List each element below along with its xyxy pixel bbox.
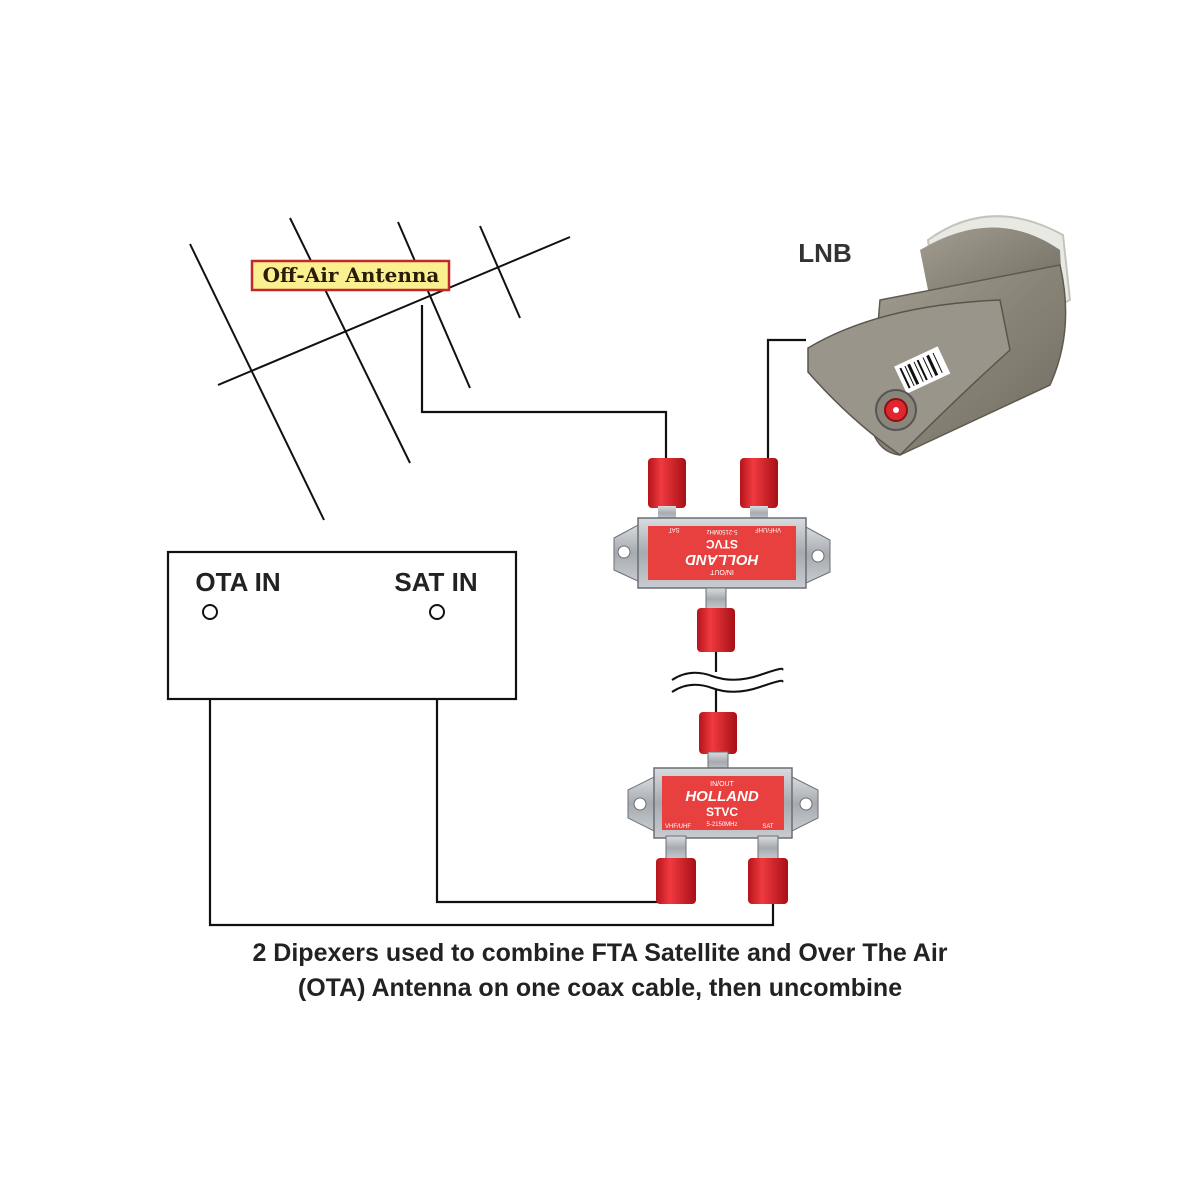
diplexer-bottom-brand: HOLLAND	[685, 788, 758, 805]
diplexer-bottom-model: STVC	[706, 805, 738, 819]
coax-wires	[208, 305, 806, 927]
cable-break-symbol	[671, 667, 784, 693]
lnb-f-connector	[875, 389, 917, 431]
diplexer-top-vhf-connector	[648, 458, 686, 520]
receiver-box: OTA IN SAT IN	[166, 550, 518, 701]
diplexer-top-inout-connector	[697, 587, 735, 652]
diplexer-bottom-port-sat: SAT	[762, 824, 774, 830]
diplexer-top-port-vhf: VHF/UHF	[755, 526, 781, 532]
diplexer-bottom-vhf-connector	[656, 835, 696, 904]
sat-in-label: SAT IN	[394, 567, 477, 597]
diplexer-top-sat-connector	[740, 458, 778, 520]
lnb-device	[807, 215, 1072, 456]
ota-in-label: OTA IN	[195, 567, 280, 597]
diplexer-top-freq: 5-2150MHz	[706, 528, 737, 534]
ota-in-port	[202, 604, 218, 620]
off-air-antenna	[189, 217, 571, 521]
caption-line-2: (OTA) Antenna on one coax cable, then un…	[297, 974, 903, 1002]
off-air-antenna-label: Off-Air Antenna	[250, 259, 451, 292]
diplexer-bottom-port-vhf: VHF/UHF	[665, 824, 691, 830]
diplexer-top-port-inout: IN/OUT	[709, 568, 733, 575]
diplexer-bottom-port-inout: IN/OUT	[710, 781, 734, 788]
diplexer-top-brand: HOLLAND	[685, 551, 758, 568]
diplexer-bottom-freq: 5-2150MHz	[706, 822, 737, 828]
barcode-sticker	[894, 346, 951, 394]
antenna-label-text: Off-Air Antenna	[263, 263, 440, 287]
diplexer-bottom-inout-connector	[699, 712, 737, 773]
diagram-caption: 2 Dipexers used to combine FTA Satellite…	[100, 936, 1100, 1006]
lnb-label: LNB	[798, 238, 851, 268]
diplexer-top-model: STVC	[706, 537, 738, 551]
caption-line-1: 2 Dipexers used to combine FTA Satellite…	[252, 939, 948, 967]
diplexer-top-port-sat: SAT	[668, 526, 680, 532]
diplexer-bottom-sat-connector	[748, 835, 788, 904]
diplexer-bottom: IN/OUT HOLLAND STVC 5-2150MHz VHF/UHF SA…	[627, 712, 819, 904]
diplexer-top: IN/OUT HOLLAND STVC 5-2150MHz VHF/UHF SA…	[613, 458, 831, 652]
sat-in-port	[429, 604, 445, 620]
